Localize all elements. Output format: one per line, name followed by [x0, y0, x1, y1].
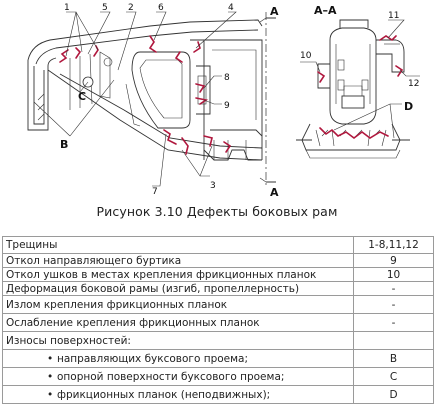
table-row: •фрикционных планок (неподвижных); D [2, 385, 434, 404]
row-text: Ослабление крепления фрикционных планок [2, 313, 354, 332]
table-row: Трещины 1-8,11,12 [2, 236, 434, 254]
callout-4: 4 [228, 3, 234, 13]
section-mark-bottom: A [270, 186, 279, 199]
callout-7: 7 [152, 187, 158, 197]
row-text: Деформация боковой рамы (изгиб, пропелле… [2, 281, 354, 296]
row-text: •фрикционных планок (неподвижных); [2, 385, 354, 404]
table-row: Износы поверхностей: [2, 331, 434, 350]
section-view-a-a: A–A 10 11 12 D [296, 4, 420, 159]
table-row: •опорной поверхности буксового проема; C [2, 367, 434, 386]
label-d: D [404, 100, 413, 113]
figure-caption: Рисунок 3.10 Дефекты боковых рам [96, 204, 338, 219]
table-row: Ослабление крепления фрикционных планок … [2, 313, 434, 332]
row-text-value: направляющих буксового проема; [57, 352, 249, 365]
row-code: - [353, 313, 434, 332]
row-text: •направляющих буксового проема; [2, 349, 354, 368]
callout-6: 6 [158, 3, 164, 13]
table-row: Откол направляющего буртика 9 [2, 253, 434, 268]
callout-1: 1 [64, 3, 70, 13]
row-code: C [353, 367, 434, 386]
row-text: Откол ушков в местах крепления фрикционн… [2, 267, 354, 282]
callout-9: 9 [224, 101, 230, 111]
row-text: Трещины [2, 236, 354, 254]
table-row: Откол ушков в местах крепления фрикционн… [2, 267, 434, 282]
table-row: •направляющих буксового проема; B [2, 349, 434, 368]
row-code: - [353, 295, 434, 314]
row-text: Износы поверхностей: [2, 331, 354, 350]
side-frame-defects-drawing: A A 1 2 3 4 5 6 7 8 9 [27, 3, 420, 199]
row-code: D [353, 385, 434, 404]
row-code: B [353, 349, 434, 368]
row-code: 9 [353, 253, 434, 268]
row-code: - [353, 281, 434, 296]
row-text: Откол направляющего буртика [2, 253, 354, 268]
section-mark-top: A [270, 5, 279, 18]
table-row: Излом крепления фрикционных планок - [2, 295, 434, 314]
row-code: 1-8,11,12 [353, 236, 434, 254]
callout-2: 2 [128, 3, 134, 13]
bullet-marker: • [47, 388, 54, 401]
row-text-value: опорной поверхности буксового проема; [57, 370, 285, 383]
section-title: A–A [314, 4, 337, 17]
callout-3: 3 [210, 181, 216, 191]
callout-5: 5 [102, 3, 108, 13]
bullet-marker: • [47, 370, 54, 383]
row-text: •опорной поверхности буксового проема; [2, 367, 354, 386]
callout-8: 8 [224, 73, 230, 83]
label-b: B [60, 138, 68, 151]
label-c: C [78, 90, 86, 103]
callout-12: 12 [408, 79, 419, 89]
callout-10: 10 [300, 51, 312, 61]
row-text: Излом крепления фрикционных планок [2, 295, 354, 314]
table-row: Деформация боковой рамы (изгиб, пропелле… [2, 281, 434, 296]
callout-11: 11 [388, 11, 399, 21]
row-code: 10 [353, 267, 434, 282]
row-text-value: фрикционных планок (неподвижных); [57, 388, 271, 401]
row-code [353, 331, 434, 350]
defects-table: Трещины 1-8,11,12 Откол направляющего бу… [2, 236, 434, 404]
bullet-marker: • [47, 352, 54, 365]
side-frame-main-view: A A 1 2 3 4 5 6 7 8 9 [27, 3, 279, 199]
